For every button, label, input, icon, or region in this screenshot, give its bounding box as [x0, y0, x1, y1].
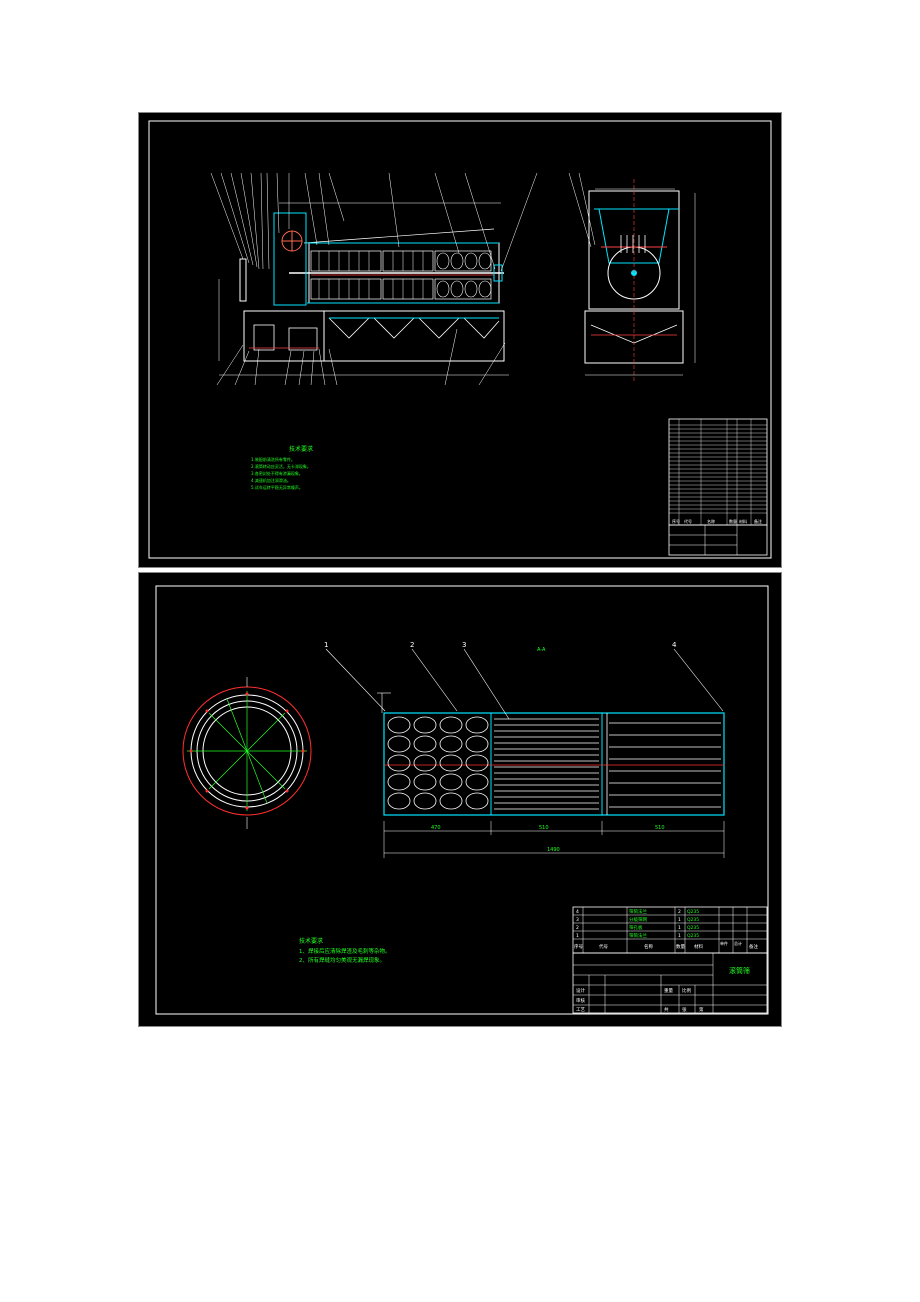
title-block-label: 工艺	[576, 1007, 585, 1013]
part-drawing: 1 2 3 4 A-A 470 510 510 1490 技术要求 1、焊接后应…	[155, 585, 769, 1015]
part-callout: 3	[462, 641, 466, 649]
bom-cell: 筛孔板	[629, 924, 643, 931]
dimension-text: 510	[655, 825, 665, 831]
bom-header: 名称	[707, 518, 715, 524]
bom-header: 数量	[676, 943, 685, 950]
dimension-text: 1490	[547, 847, 560, 853]
bom-header: 序号	[574, 943, 583, 950]
perforation-hole	[439, 716, 463, 734]
perforation-hole	[387, 716, 411, 734]
bom-header: 代号	[599, 943, 608, 950]
section-label: A-A	[537, 647, 546, 653]
perforation-hole	[387, 754, 411, 772]
note-line: 2、所有焊缝均匀美观无漏焊现象。	[299, 956, 385, 964]
perforation-hole	[465, 735, 489, 753]
notes-title: 技术要求	[299, 937, 323, 945]
sheet1-bom-table: 序号 代号 名称 数量 材料 备注	[668, 418, 768, 556]
bom-cell: 1	[678, 933, 681, 939]
bom-cell: Q235	[687, 925, 699, 931]
bom-cell: Q235	[687, 909, 699, 915]
bom-cell: Q235	[687, 917, 699, 923]
perforation-hole	[387, 792, 411, 810]
sheet1-technical-notes: 技术要求 1.装配前清洗所有零件。 2.滚筒转动应灵活，无卡滞现象。 3.各密封…	[251, 445, 313, 490]
front-view	[210, 172, 538, 386]
bom-header: 材料	[739, 518, 747, 524]
sheet2-title-block: 滚筒筛 设计 审核 工艺 比例 重量 共 张 第	[572, 952, 768, 1014]
part-callout: 2	[410, 641, 414, 649]
title-block-label: 设计	[576, 987, 585, 994]
bom-cell: 2	[678, 909, 681, 915]
perforation-hole	[387, 773, 411, 791]
assembly-drawing-sheet: 技术要求 1.装配前清洗所有零件。 2.滚筒转动应灵活，无卡滞现象。 3.各密封…	[138, 112, 782, 568]
drawing-frame	[148, 120, 772, 559]
flange-end-view	[182, 677, 312, 829]
bom-cell: 3	[576, 917, 579, 923]
drawing-title: 滚筒筛	[729, 966, 750, 975]
perforation-hole	[439, 754, 463, 772]
title-block-label: 第	[699, 1006, 704, 1013]
part-callout: 4	[672, 641, 677, 649]
bom-header: 总计	[734, 940, 742, 946]
note-line: 1.装配前清洗所有零件。	[251, 456, 295, 462]
part-callout: 1	[324, 641, 328, 649]
perforation-hole	[413, 735, 437, 753]
drawing-frame	[155, 585, 769, 1015]
drum-section-view: 1 2 3 4 A-A 470 510 510 1490	[324, 641, 725, 858]
note-line: 4.减速机加注润滑油。	[251, 477, 291, 483]
perforation-hole	[387, 735, 411, 753]
note-line: 5.试车运转平稳无异常噪声。	[251, 484, 303, 490]
bom-header: 数量	[729, 518, 737, 524]
bom-cell: 2	[576, 925, 579, 931]
bom-cell: 1	[678, 925, 681, 931]
perforation-hole	[413, 773, 437, 791]
bom-header: 材料	[694, 943, 703, 950]
bom-cell: 筛筒法兰	[629, 908, 647, 915]
bom-cell: 1	[678, 917, 681, 923]
dimension-text: 470	[431, 825, 441, 831]
title-block-label: 张	[682, 1006, 687, 1013]
bom-cell: 筛筒法兰	[629, 932, 647, 939]
bom-cell: 分级筛网	[629, 916, 647, 923]
bom-header: 备注	[754, 518, 762, 524]
bom-cell: 4	[576, 909, 579, 915]
sheet2-bom-table: 4 筛筒法兰 2 Q235 3 分级筛网 1 Q235 2 筛孔板 1 Q235…	[572, 906, 768, 954]
perforation-hole	[465, 792, 489, 810]
perforation-hole	[465, 716, 489, 734]
perforation-hole	[413, 754, 437, 772]
perforation-hole	[439, 792, 463, 810]
note-line: 3.各密封处不得有渗漏现象。	[251, 470, 303, 476]
notes-title: 技术要求	[289, 445, 313, 453]
title-block-label: 共	[664, 1006, 669, 1013]
note-line: 1、焊接后应清除焊渣及毛刺等杂物。	[299, 947, 391, 955]
part-drawing-sheet: 1 2 3 4 A-A 470 510 510 1490 技术要求 1、焊接后应…	[138, 572, 782, 1027]
perforation-hole	[439, 735, 463, 753]
assembly-drawing: 技术要求 1.装配前清洗所有零件。 2.滚筒转动应灵活，无卡滞现象。 3.各密封…	[148, 120, 772, 559]
title-block-label: 重量	[664, 987, 673, 994]
perforation-hole	[413, 716, 437, 734]
sheet2-technical-notes: 技术要求 1、焊接后应清除焊渣及毛刺等杂物。 2、所有焊缝均匀美观无漏焊现象。	[299, 937, 391, 964]
bom-header: 单件	[720, 940, 728, 946]
perforation-hole	[439, 773, 463, 791]
side-view	[568, 172, 696, 381]
note-line: 2.滚筒转动应灵活，无卡滞现象。	[251, 463, 311, 469]
bom-header: 序号	[672, 518, 680, 524]
perforation-hole	[465, 754, 489, 772]
bom-cell: Q235	[687, 933, 699, 939]
bom-header: 名称	[644, 943, 653, 950]
dimension-text: 510	[539, 825, 549, 831]
perforation-hole	[465, 773, 489, 791]
title-block-label: 审核	[576, 997, 585, 1004]
title-block-label: 比例	[682, 987, 691, 994]
perforation-hole	[413, 792, 437, 810]
bom-header: 备注	[749, 943, 758, 950]
bom-cell: 1	[576, 933, 579, 939]
bom-header: 代号	[684, 518, 692, 524]
